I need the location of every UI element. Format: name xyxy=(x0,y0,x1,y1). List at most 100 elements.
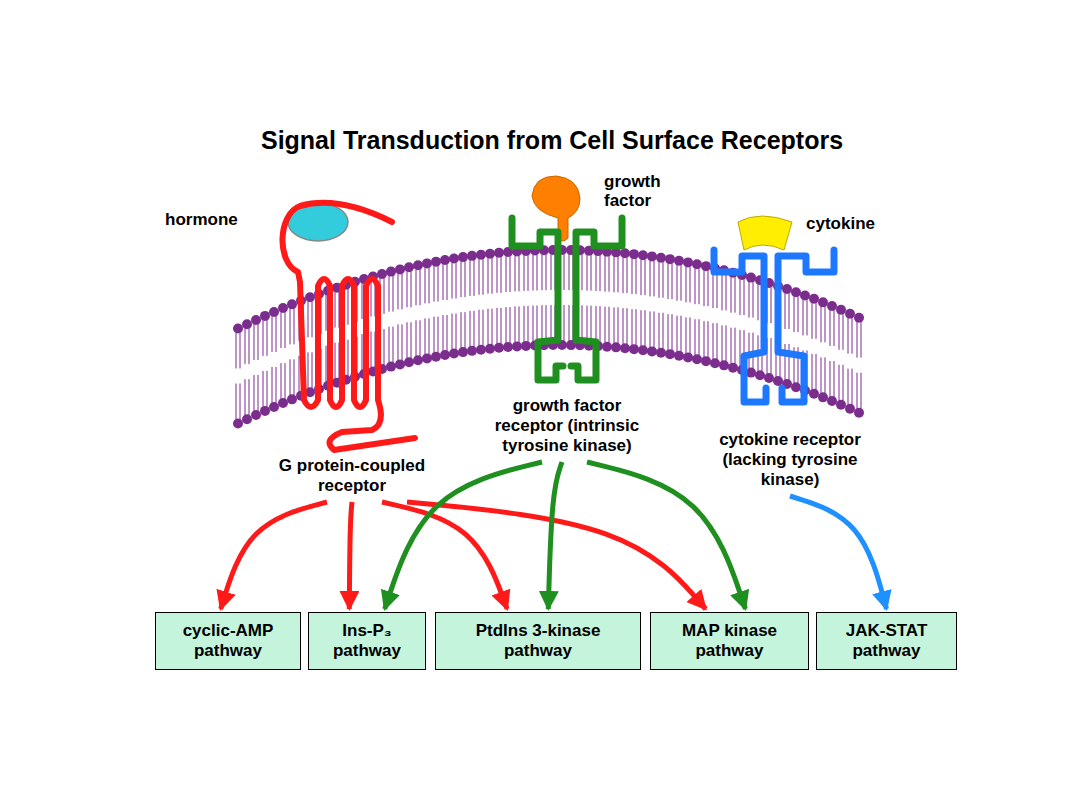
lipid-head xyxy=(791,287,801,297)
lipid-tail xyxy=(735,277,736,313)
lipid-head xyxy=(701,261,711,271)
receptor-half xyxy=(512,218,563,380)
lipid-tail xyxy=(641,259,642,295)
lipid-tail xyxy=(785,344,786,380)
lipid-tail xyxy=(492,309,493,345)
lipid-tail xyxy=(645,259,646,295)
lipid-head xyxy=(467,251,477,261)
lipid-tail xyxy=(537,254,538,290)
lipid-tail xyxy=(308,301,309,337)
lipid-tail xyxy=(564,254,565,290)
lipid-tail xyxy=(861,373,862,409)
lipid-tail xyxy=(699,319,700,355)
lipid-tail xyxy=(254,324,255,360)
lipid-head xyxy=(611,342,621,352)
lipid-tail xyxy=(267,371,268,407)
lipid-tail xyxy=(623,308,624,344)
lipid-head xyxy=(818,392,828,402)
lipid-tail xyxy=(713,323,714,359)
lipid-tail xyxy=(848,369,849,405)
lipid-tail xyxy=(722,274,723,310)
lipid-tail xyxy=(731,277,732,313)
lipid-tail xyxy=(704,321,705,357)
diagram-title: Signal Transduction from Cell Surface Re… xyxy=(261,126,843,155)
lipid-tail xyxy=(474,311,475,347)
lipid-tail xyxy=(789,293,790,329)
lipid-tail xyxy=(465,261,466,297)
lipid-tail xyxy=(258,375,259,411)
lipid-tail xyxy=(402,324,403,360)
lipid-tail xyxy=(605,256,606,292)
lipid-head xyxy=(431,257,441,267)
lipid-head xyxy=(791,382,801,392)
lipid-tail xyxy=(263,320,264,356)
lipid-tail xyxy=(551,254,552,290)
lipid-tail xyxy=(290,359,291,395)
receptor-half xyxy=(571,218,622,380)
lipid-tail xyxy=(447,264,448,300)
lipid-tail xyxy=(857,322,858,358)
lipid-tail xyxy=(645,310,646,346)
lipid-tail xyxy=(668,263,669,299)
lipid-tail xyxy=(686,317,687,353)
lipid-head xyxy=(728,363,738,373)
lipid-tail xyxy=(272,316,273,352)
lipid-tail xyxy=(663,313,664,349)
lipid-tail xyxy=(659,313,660,349)
lipid-tail xyxy=(348,289,349,325)
lipid-tail xyxy=(506,256,507,292)
lipid-tail xyxy=(245,328,246,364)
lipid-tail xyxy=(474,260,475,296)
lipid-head xyxy=(422,258,432,268)
lipid-tail xyxy=(771,287,772,323)
lipid-head xyxy=(260,406,270,416)
pathway-box: MAP kinase pathway xyxy=(650,612,809,670)
lipid-tail xyxy=(290,308,291,344)
lipid-head xyxy=(638,250,648,260)
lipid-head xyxy=(485,249,495,259)
lipid-tail xyxy=(429,318,430,354)
lipid-tail xyxy=(294,308,295,344)
lipid-head xyxy=(602,342,612,352)
lipid-tail xyxy=(749,282,750,318)
lipid-tail xyxy=(695,319,696,355)
lipid-tail xyxy=(470,311,471,347)
lipid-tail xyxy=(834,310,835,346)
signal-arrow xyxy=(587,462,745,609)
lipid-head xyxy=(395,264,405,274)
lipid-tail xyxy=(726,325,727,361)
lipid-tail xyxy=(843,365,844,401)
lipid-head xyxy=(449,254,459,264)
signal-arrow xyxy=(790,496,887,609)
lipid-tail xyxy=(272,367,273,403)
lipid-tail xyxy=(740,330,741,366)
lipid-tail xyxy=(650,260,651,296)
cytokine-ligand xyxy=(738,216,792,250)
cytokine-receptor xyxy=(714,250,834,402)
lipid-tail xyxy=(542,254,543,290)
lipid-tail xyxy=(420,320,421,356)
lipid-tail xyxy=(825,306,826,342)
lipid-tail xyxy=(299,356,300,392)
lipid-tail xyxy=(276,316,277,352)
lipid-tail xyxy=(335,343,336,379)
lipid-tail xyxy=(236,383,237,419)
lipid-head xyxy=(818,297,828,307)
lipid-tail xyxy=(411,322,412,358)
lipid-head xyxy=(854,408,864,418)
lipid-tail xyxy=(816,354,817,390)
lipid-head xyxy=(287,394,297,404)
lipid-tail xyxy=(609,307,610,343)
lipid-tail xyxy=(312,352,313,388)
lipid-tail xyxy=(569,254,570,290)
growth-factor-receptor xyxy=(512,218,622,380)
lipid-tail xyxy=(744,279,745,315)
lipid-head xyxy=(710,358,720,368)
lipid-tail xyxy=(605,307,606,343)
lipid-head xyxy=(440,255,450,265)
lipid-head xyxy=(719,360,729,370)
lipid-tail xyxy=(492,258,493,294)
lipid-tail xyxy=(789,344,790,380)
lipid-head xyxy=(494,248,504,258)
lipid-tail xyxy=(564,305,565,341)
